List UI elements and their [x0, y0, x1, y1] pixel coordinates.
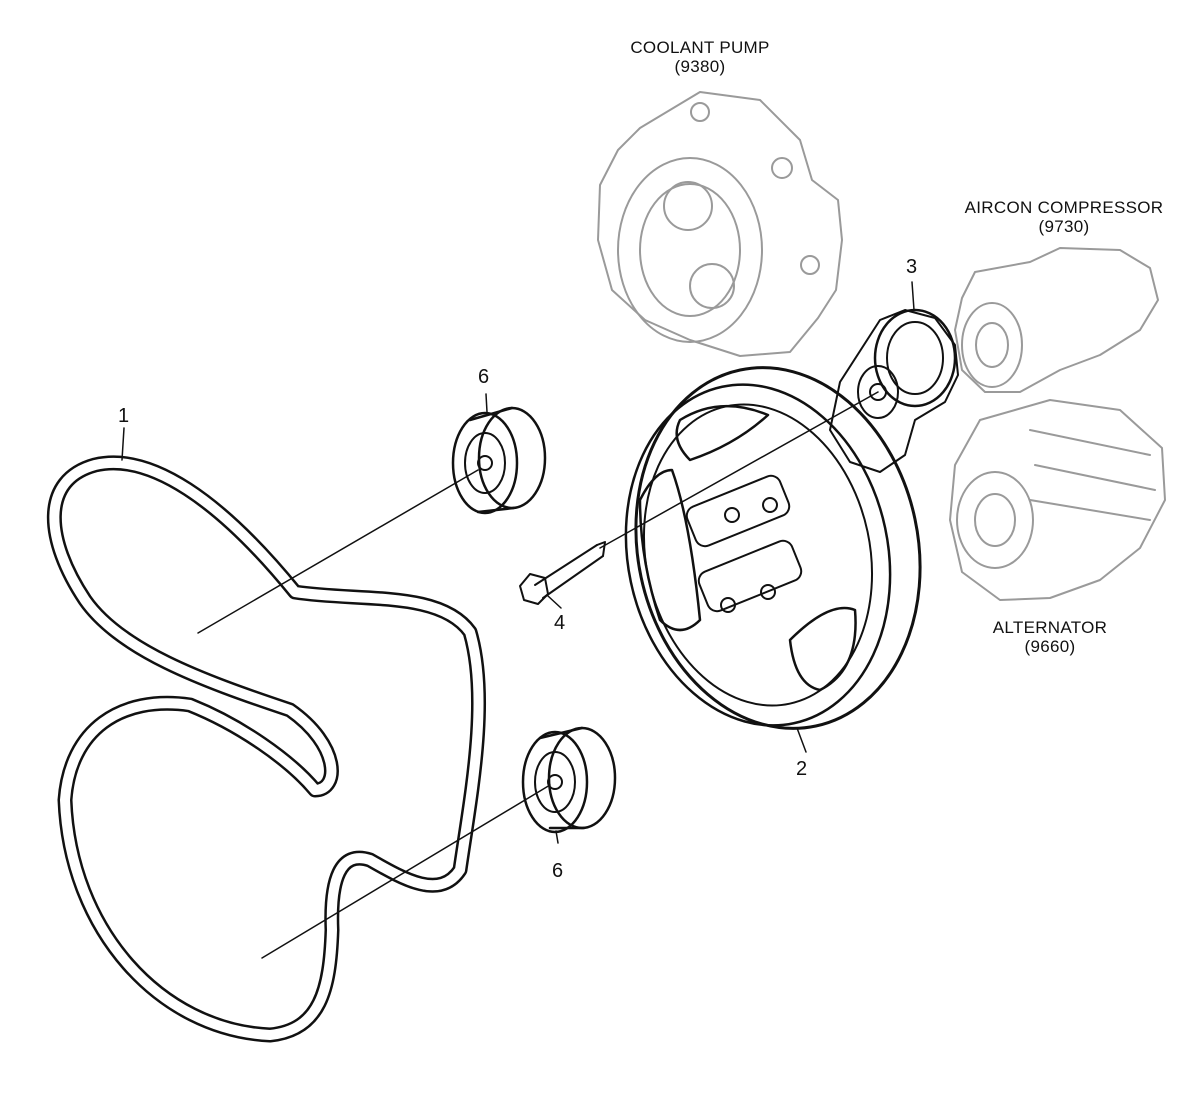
callout-6-upper: 6 — [478, 366, 490, 388]
belt-tensioner — [829, 308, 959, 473]
alternator-label: ALTERNATOR (9660) — [975, 618, 1125, 656]
idler-pulley-upper — [451, 406, 547, 515]
coolant-pump-name: COOLANT PUMP — [630, 38, 770, 57]
callout-1: 1 — [118, 405, 130, 427]
aircon-compressor-illustration — [954, 247, 1159, 393]
alternator-code: (9660) — [1024, 637, 1076, 656]
idler-pulley-lower — [521, 726, 617, 834]
leader-lines — [121, 281, 915, 959]
callout-3: 3 — [906, 256, 918, 278]
aircon-compressor-code: (9730) — [1038, 217, 1090, 236]
callout-4: 4 — [554, 612, 566, 634]
alternator-name: ALTERNATOR — [992, 618, 1108, 637]
alternator-illustration — [949, 399, 1166, 601]
coolant-pump-label: COOLANT PUMP (9380) — [610, 38, 790, 76]
coolant-pump-illustration — [597, 91, 843, 357]
aircon-compressor-label: AIRCON COMPRESSOR (9730) — [948, 198, 1180, 236]
pulley-bolt — [519, 541, 606, 605]
crankshaft-pulley — [624, 366, 922, 730]
drive-belt — [46, 455, 487, 1043]
coolant-pump-code: (9380) — [674, 57, 726, 76]
aircon-compressor-name: AIRCON COMPRESSOR — [964, 198, 1164, 217]
callout-2: 2 — [796, 758, 808, 780]
callout-6-lower: 6 — [552, 860, 564, 882]
